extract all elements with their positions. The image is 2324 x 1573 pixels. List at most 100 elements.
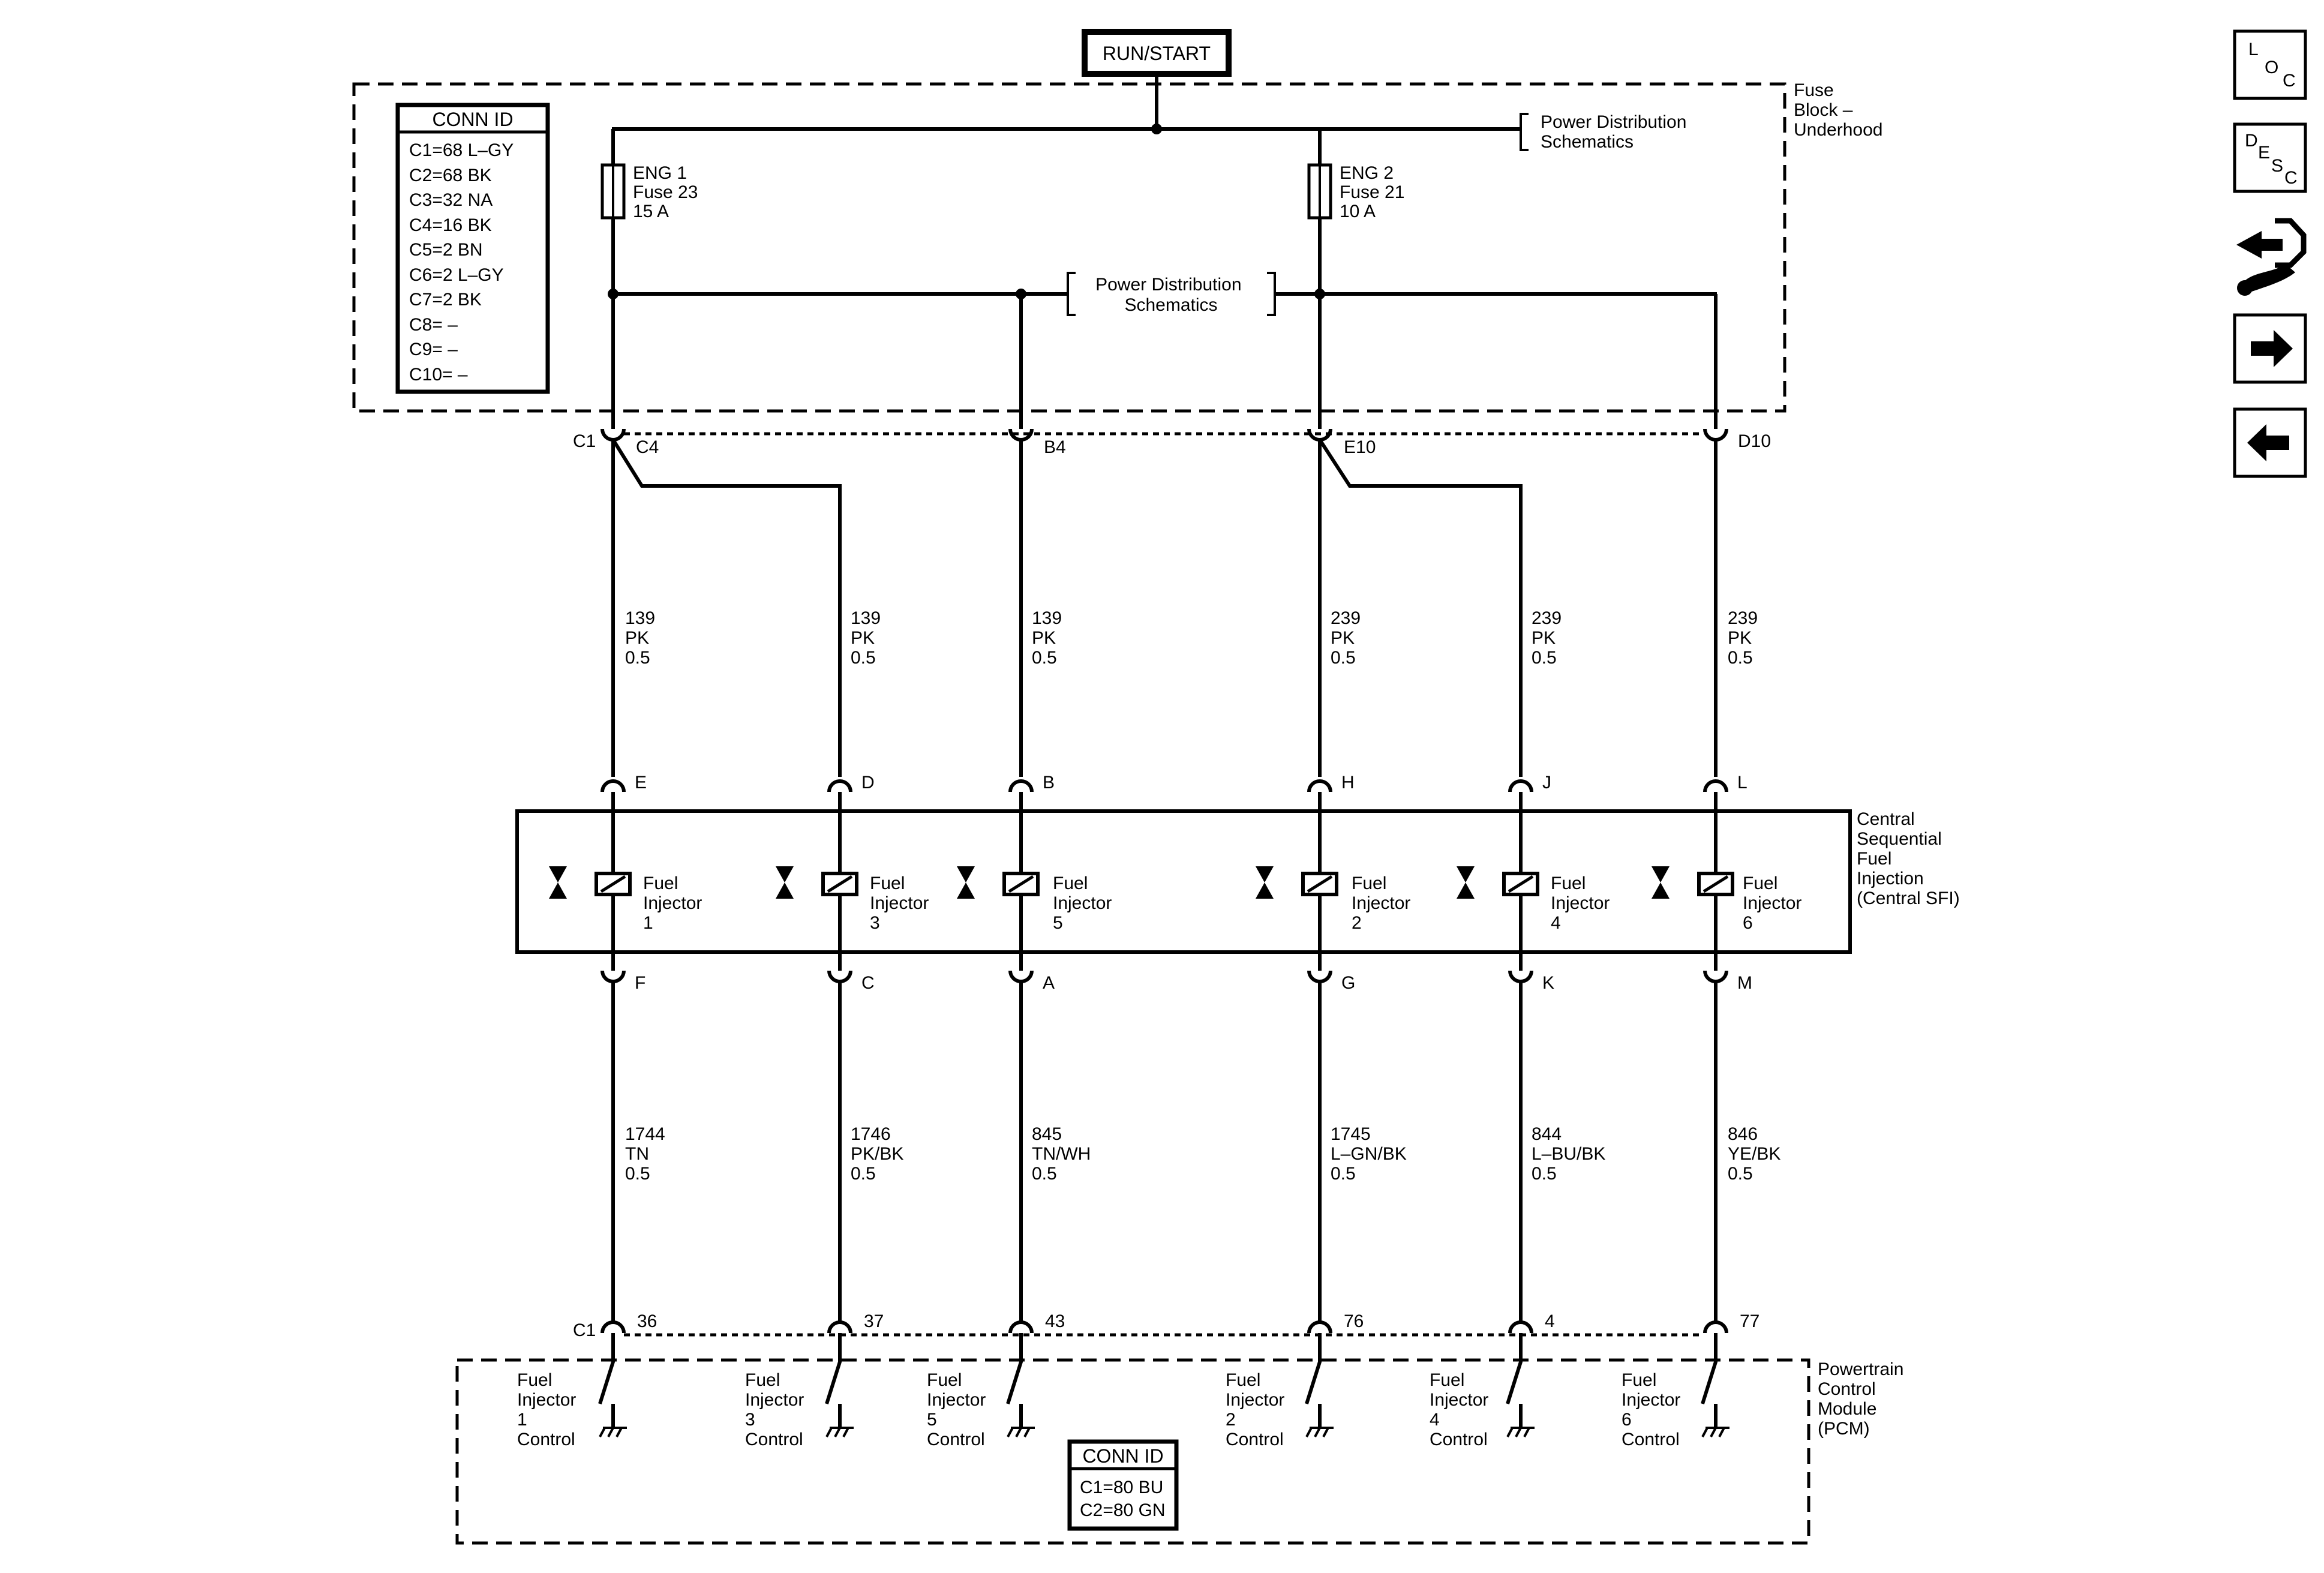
ground-icon <box>1305 1427 1334 1437</box>
pin-label: B <box>1043 773 1055 792</box>
pd-ref-bracket-left <box>1067 272 1076 316</box>
pd-ref-top-label: Power Distribution Schematics <box>1541 112 1692 152</box>
pin-label-d10: D10 <box>1738 431 1771 451</box>
pin-h <box>1307 779 1332 811</box>
conn-id-row: C10= – <box>409 365 468 385</box>
ground-icon <box>1701 1427 1730 1437</box>
pcm-conn-id-row: C2=80 GN <box>1080 1500 1166 1520</box>
pin-label: 36 <box>637 1311 657 1331</box>
pin-label: L <box>1737 773 1747 792</box>
conn-id-row: C4=16 BK <box>409 215 492 235</box>
injector-valve-icon <box>776 866 794 899</box>
pd-ref-mid-label: Power Distribution Schematics <box>1095 275 1247 315</box>
wire-inj3-supply <box>611 439 842 777</box>
pin-label: F <box>635 973 645 993</box>
ignition-label: RUN/START <box>1103 43 1211 64</box>
pcm-pin-36 <box>600 1320 626 1353</box>
injector-valve-icon <box>1652 866 1670 899</box>
conn-id-row: C3=32 NA <box>409 190 493 210</box>
desc-button[interactable]: D E S C <box>2233 122 2307 193</box>
pin-label: C <box>861 973 875 993</box>
injector-valve-icon <box>1256 866 1274 899</box>
ground-icon <box>825 1427 854 1437</box>
pcm-connector: C1 36 37 43 76 4 77 <box>573 1311 1759 1353</box>
connector-pin-b4 <box>1008 428 1034 442</box>
next-page-button[interactable] <box>2233 313 2307 384</box>
fuse-block-outline <box>352 82 1786 413</box>
pin-label: E <box>635 773 647 792</box>
conn-id-row: C1=68 L–GY <box>409 140 514 160</box>
pin-e <box>600 779 626 811</box>
ground-icon <box>1007 1427 1035 1437</box>
wire-inj4-supply <box>1318 439 1523 777</box>
splice-dot <box>1151 124 1162 134</box>
pin-c <box>827 952 852 983</box>
loc-letter: C <box>2283 71 2296 91</box>
pcm-connector-c1-label: C1 <box>573 1320 596 1340</box>
injector-valve-icon <box>957 866 975 899</box>
pin-label-c4: C4 <box>636 437 659 457</box>
pd-ref-bracket-right <box>1267 272 1276 316</box>
sfi-title: Central Sequential Fuel Injection (Centr… <box>1857 809 1960 908</box>
conn-id-row: C8= – <box>409 315 458 335</box>
pin-label: M <box>1737 973 1752 993</box>
pin-a <box>1008 952 1034 983</box>
ignition-run-start: RUN/START <box>1082 29 1232 77</box>
injector-top-pins: E D B H J L <box>600 773 1747 811</box>
pin-d <box>827 779 852 811</box>
connector-c1-label: C1 <box>573 431 596 451</box>
pin-f <box>600 952 626 983</box>
pin-k <box>1508 952 1533 983</box>
nav-buttons: L O C D E S C <box>2233 29 2307 478</box>
connector-wrench-icon[interactable] <box>2236 218 2307 296</box>
fuse-eng-1-label: ENG 1 Fuse 23 15 A <box>633 163 703 221</box>
pcm-outline <box>455 1358 1810 1545</box>
conn-id-row: C6=2 L–GY <box>409 265 504 285</box>
pin-b <box>1008 779 1034 811</box>
ground-icon <box>599 1427 627 1437</box>
conn-id-title: CONN ID <box>432 109 513 130</box>
pin-j <box>1508 779 1533 811</box>
pcm-pin-43 <box>1008 1320 1034 1353</box>
pin-label: D <box>861 773 875 792</box>
conn-id-row: C9= – <box>409 340 458 359</box>
sfi-outline <box>515 809 1852 954</box>
injector-bottom-pins: F C A G K M <box>600 952 1752 993</box>
loc-letter: O <box>2265 58 2278 77</box>
loc-letter: L <box>2248 40 2259 59</box>
injector-valve-icon <box>1457 866 1475 899</box>
pin-label: H <box>1341 773 1355 792</box>
desc-letter: S <box>2271 156 2283 176</box>
loc-button[interactable]: L O C <box>2233 29 2307 100</box>
conn-id-row: C7=2 BK <box>409 290 482 310</box>
arrow-right-icon <box>2251 330 2293 367</box>
ground-icon <box>1506 1427 1535 1437</box>
splice-dot <box>1314 289 1325 299</box>
splice-dot <box>608 289 618 299</box>
previous-page-button[interactable] <box>2233 407 2307 478</box>
